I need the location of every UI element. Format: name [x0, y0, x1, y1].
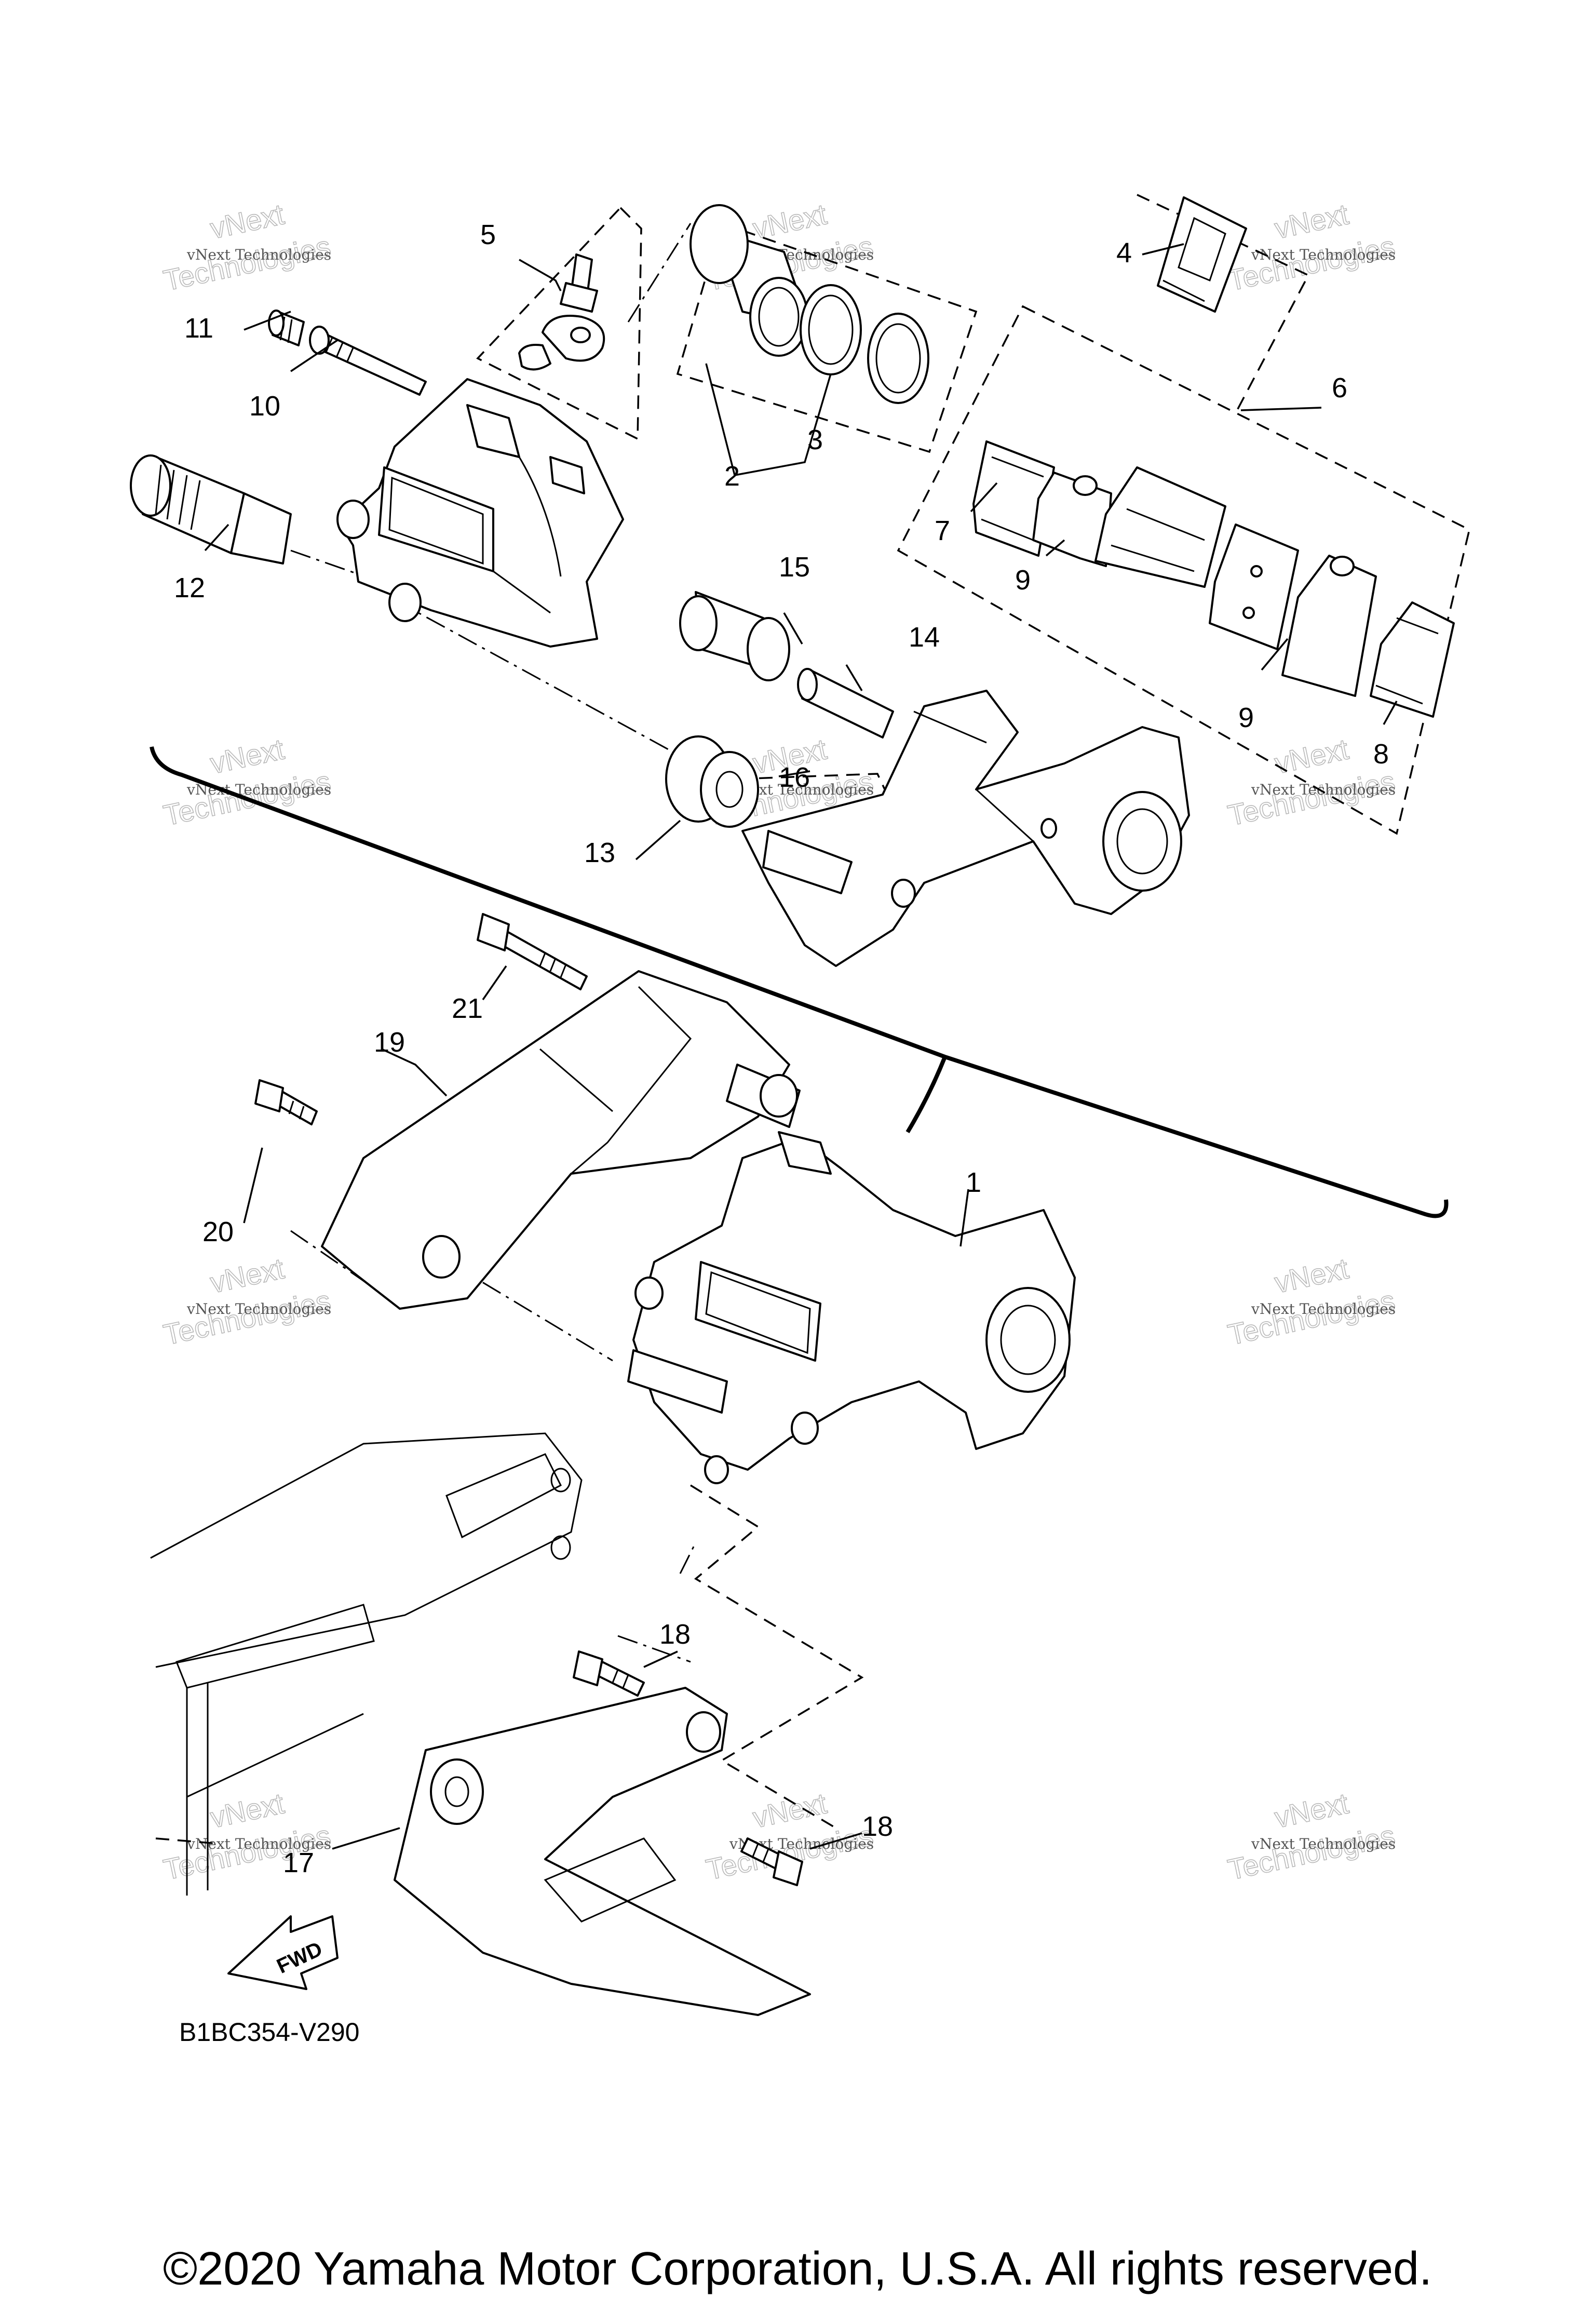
callout-7: 7	[935, 515, 950, 546]
callout-3: 3	[807, 424, 823, 455]
leader-lines	[204, 243, 1398, 1850]
watermark-text: vNext Technologies	[1251, 1300, 1396, 1318]
part-seal-3b	[867, 313, 929, 404]
group-outline-2-3	[676, 222, 978, 453]
watermark-word: vNext	[1272, 197, 1351, 245]
part-guard-bracket-19	[321, 970, 801, 1310]
callout-9b: 9	[1238, 702, 1254, 733]
callout-15: 15	[779, 552, 810, 583]
part-slide-pin-12	[130, 454, 292, 565]
callout-1: 1	[966, 1167, 981, 1198]
callout-18a: 18	[659, 1619, 691, 1650]
part-bolt-20	[254, 1079, 318, 1125]
callout-20: 20	[202, 1216, 234, 1247]
part-pad-9b	[1281, 555, 1377, 697]
group-outline-5	[476, 206, 642, 440]
part-bolt-18a	[573, 1650, 645, 1697]
assembly-bracket	[150, 746, 1449, 1218]
part-bolt-21	[477, 913, 588, 990]
diagram-code: B1BC354-V290	[179, 2018, 359, 2047]
callout-11: 11	[184, 313, 213, 344]
centerline-lower	[290, 1206, 697, 1663]
callout-18b: 18	[862, 1811, 893, 1842]
watermark-word: vNext	[1272, 1786, 1351, 1834]
watermark-word: vNext	[1272, 1252, 1351, 1299]
callout-8: 8	[1373, 738, 1389, 770]
watermark-word: vNext	[750, 1786, 830, 1834]
callout-16: 16	[779, 762, 810, 793]
part-bolt-18b	[740, 1837, 803, 1886]
part-shim-8	[1370, 601, 1455, 718]
callout-21: 21	[452, 993, 483, 1024]
part-plug-11	[268, 310, 305, 346]
part-caliper-assembly-1	[627, 1131, 1076, 1484]
callout-labels: 5 11 10 12 2 3 4 6 7 9 9 8 15 14 13 16 2…	[174, 219, 1389, 1878]
group-outline-6	[897, 305, 1471, 835]
watermark-text: vNext Technologies	[1251, 246, 1396, 263]
part-seal-3a	[800, 284, 862, 375]
part-pad-9a	[1032, 472, 1112, 567]
part-pad-middle	[1209, 523, 1299, 650]
part-pin-14	[797, 668, 894, 738]
watermark-word: vNext	[750, 197, 830, 245]
watermark-text: vNext Technologies	[186, 1300, 331, 1318]
part-boot-13	[665, 735, 759, 828]
part-caliper-body-upper	[336, 378, 624, 648]
watermark-word: vNext	[207, 732, 287, 780]
callout-12: 12	[174, 572, 205, 603]
callout-19: 19	[374, 1027, 405, 1058]
part-boot-15	[679, 591, 790, 681]
callout-10: 10	[249, 391, 280, 422]
callout-13: 13	[584, 837, 615, 868]
part-bleeder-5	[518, 253, 605, 371]
swingarm-reference	[150, 1432, 583, 1896]
watermark-word: vNext	[1272, 732, 1351, 780]
part-chain-guide-17	[394, 1687, 811, 2016]
watermark-word: vNext	[207, 197, 287, 245]
callout-4: 4	[1116, 237, 1132, 268]
part-piston-2	[690, 204, 811, 357]
part-bolt-10	[309, 326, 427, 396]
callout-2: 2	[724, 461, 740, 492]
watermark-word: vNext	[207, 1786, 287, 1834]
group-outline-4	[1137, 194, 1310, 413]
watermark-text: vNext Technologies	[1251, 1835, 1396, 1852]
watermark-text: vNext Technologies	[186, 246, 331, 263]
part-caliper-bracket-upper	[741, 690, 1190, 967]
callout-5: 5	[480, 219, 496, 250]
callout-6: 6	[1332, 372, 1347, 404]
callout-9a: 9	[1015, 565, 1031, 596]
group-outline-lower-mount	[690, 1484, 864, 1829]
part-pad-clip-4	[1157, 196, 1247, 313]
watermark-text: vNext Technologies	[1251, 781, 1396, 798]
copyright-notice: ©2020 Yamaha Motor Corporation, U.S.A. A…	[163, 2243, 1432, 2295]
callout-17: 17	[283, 1847, 314, 1878]
fwd-arrow: FWD	[227, 1915, 339, 1990]
watermark-word: vNext	[207, 1252, 287, 1299]
part-pad-backing	[1094, 466, 1226, 588]
assembly-bracket-stem	[905, 1056, 947, 1134]
callout-14: 14	[909, 622, 940, 653]
